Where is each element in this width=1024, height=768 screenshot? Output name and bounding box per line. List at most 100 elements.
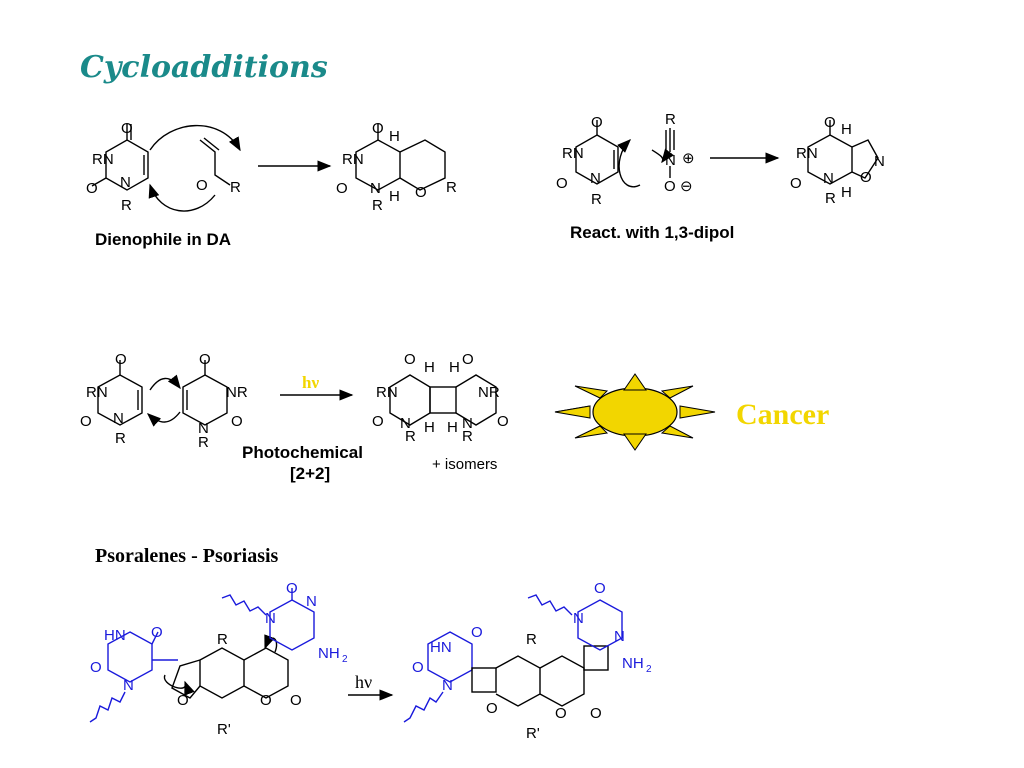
svg-text:O: O	[497, 413, 509, 430]
svg-text:N: N	[874, 153, 885, 170]
diels-alder-scheme: O RN O N R O R O H RN O N	[86, 120, 457, 214]
svg-text:O: O	[486, 700, 498, 717]
svg-text:H: H	[447, 419, 458, 436]
svg-text:N: N	[370, 180, 381, 197]
svg-text:2: 2	[342, 654, 348, 665]
photo-hv-label: hν	[302, 373, 319, 392]
svg-text:N: N	[120, 174, 131, 191]
svg-text:O: O	[471, 624, 483, 641]
svg-text:N: N	[113, 410, 124, 427]
cytosine-strand-structure: O N N NH 2	[221, 580, 348, 665]
psoralen-core-structure: R O R' O O	[163, 631, 302, 738]
svg-text:N: N	[442, 677, 453, 694]
svg-text:O: O	[594, 580, 606, 597]
svg-text:O: O	[115, 351, 127, 368]
dipole-scheme: O RN O N R R N ⊕ O ⊖	[556, 111, 885, 208]
svg-text:R: R	[526, 631, 537, 648]
svg-text:HN: HN	[104, 627, 126, 644]
uracil-pair-structure: O RN O N R O NR O N R	[80, 351, 248, 451]
photochemical-caption-line2: [2+2]	[290, 464, 331, 483]
isomers-caption: + isomers	[432, 456, 498, 473]
svg-text:RN: RN	[796, 145, 818, 162]
svg-text:R: R	[115, 430, 126, 447]
svg-text:N: N	[614, 628, 625, 645]
sun-icon	[554, 373, 716, 451]
svg-text:H: H	[389, 128, 400, 145]
svg-text:⊕: ⊕	[682, 150, 695, 167]
svg-text:O: O	[231, 413, 243, 430]
svg-text:R: R	[825, 190, 836, 207]
svg-text:O: O	[860, 169, 872, 186]
psoralen-scheme: HN O O N R O R' O O O	[89, 580, 652, 742]
svg-text:R: R	[230, 179, 241, 196]
svg-text:R': R'	[217, 721, 231, 738]
psoralenes-heading: Psoralenes - Psoriasis	[95, 545, 279, 567]
svg-text:RN: RN	[562, 145, 584, 162]
svg-text:R: R	[198, 434, 209, 451]
svg-text:H: H	[424, 419, 435, 436]
svg-text:2: 2	[646, 664, 652, 675]
dienophile-caption: Dienophile in DA	[95, 230, 231, 249]
svg-text:RN: RN	[92, 151, 114, 168]
svg-text:NH: NH	[622, 655, 644, 672]
svg-text:O: O	[555, 705, 567, 722]
svg-text:N: N	[573, 610, 584, 627]
svg-text:O: O	[664, 178, 676, 195]
svg-text:O: O	[412, 659, 424, 676]
svg-text:R: R	[405, 428, 416, 445]
svg-text:O: O	[196, 177, 208, 194]
svg-text:O: O	[90, 659, 102, 676]
svg-text:NH: NH	[318, 645, 340, 662]
svg-text:O: O	[177, 692, 189, 709]
svg-text:O: O	[151, 624, 163, 641]
svg-text:NR: NR	[226, 384, 248, 401]
svg-text:O: O	[790, 175, 802, 192]
svg-text:N: N	[400, 415, 411, 432]
svg-text:O: O	[404, 351, 416, 368]
cyclobutane-dimer-structure: O H H O RN NR O O N H H N R R	[372, 351, 509, 445]
svg-text:O: O	[86, 180, 98, 197]
cancer-label: Cancer	[736, 398, 830, 431]
svg-text:H: H	[449, 359, 460, 376]
svg-text:NR: NR	[478, 384, 500, 401]
svg-text:R: R	[462, 428, 473, 445]
svg-text:RN: RN	[376, 384, 398, 401]
svg-text:O: O	[286, 580, 298, 597]
svg-text:O: O	[591, 114, 603, 131]
svg-text:N: N	[823, 170, 834, 187]
svg-text:O: O	[260, 692, 272, 709]
svg-text:O: O	[290, 692, 302, 709]
svg-text:O: O	[590, 705, 602, 722]
svg-text:H: H	[389, 188, 400, 205]
svg-text:⊖: ⊖	[680, 178, 693, 195]
svg-text:R: R	[665, 111, 676, 128]
svg-text:O: O	[336, 180, 348, 197]
svg-text:H: H	[841, 121, 852, 138]
svg-text:O: O	[415, 184, 427, 201]
svg-text:O: O	[556, 175, 568, 192]
svg-text:O: O	[462, 351, 474, 368]
svg-text:R: R	[121, 197, 132, 214]
svg-text:R: R	[217, 631, 228, 648]
svg-text:N: N	[265, 610, 276, 627]
svg-text:O: O	[372, 120, 384, 137]
svg-text:O: O	[121, 120, 133, 137]
psoralen-hv-label: hν	[355, 672, 372, 692]
photochemical-caption-line1: Photochemical	[242, 443, 363, 462]
photo-scheme: O RN O N R O NR O N R hν	[80, 351, 509, 451]
svg-text:RN: RN	[86, 384, 108, 401]
diels-alder-product-structure: O H RN O N R H O R	[336, 120, 457, 214]
uracil-dienophile-structure: O RN O N R O R	[86, 120, 241, 214]
svg-text:O: O	[372, 413, 384, 430]
svg-text:R: R	[372, 197, 383, 214]
svg-text:O: O	[80, 413, 92, 430]
svg-text:R': R'	[526, 725, 540, 742]
psoralen-adduct-structure: HN O O N N O N NH 2 R O R' O O	[403, 580, 652, 742]
svg-text:N: N	[462, 415, 473, 432]
dipole-caption: React. with 1,3-dipol	[570, 223, 735, 242]
svg-text:R: R	[591, 191, 602, 208]
svg-text:R: R	[446, 179, 457, 196]
svg-text:RN: RN	[342, 151, 364, 168]
